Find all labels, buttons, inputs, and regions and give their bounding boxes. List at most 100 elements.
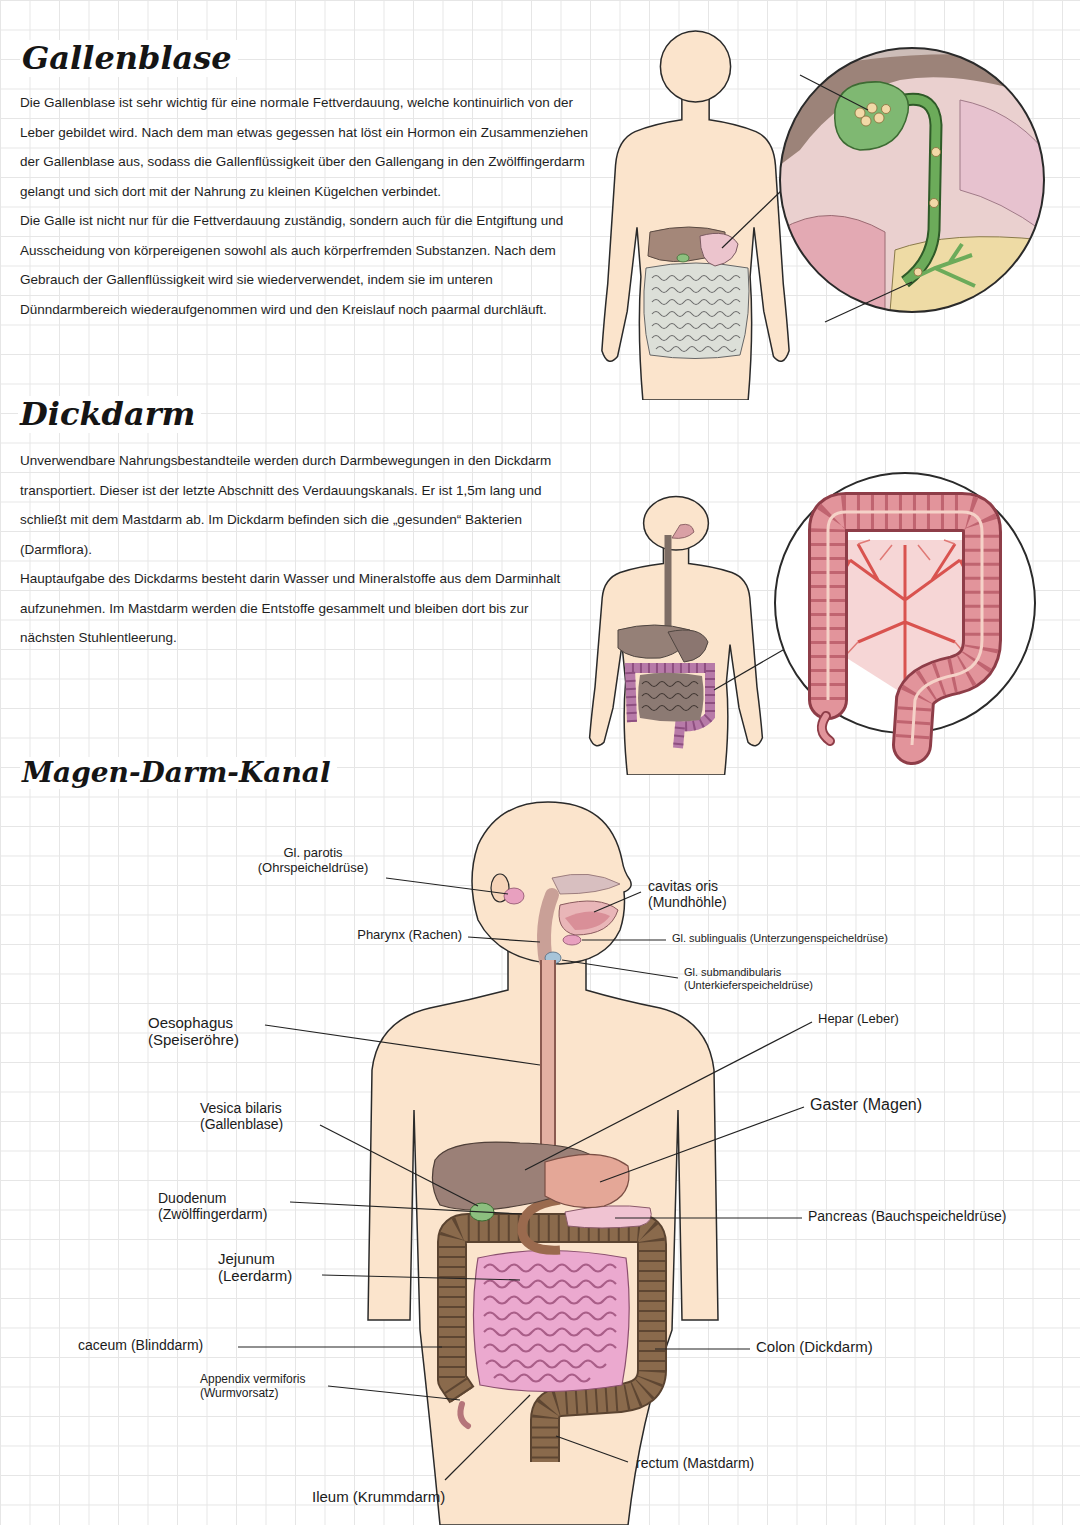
gallstone [914,268,922,276]
tissue [780,48,1044,312]
leader-line [265,1025,540,1065]
paragraph: Die Galle ist nicht nur für die Fettverd… [20,206,590,324]
gallstone [874,113,884,123]
part-label: Gl. sublingualis (Unterzungenspeicheldrü… [672,932,888,945]
leader-line [445,1395,530,1480]
colon-segments [630,668,710,748]
leader-line [328,1386,460,1400]
part-label: Pancreas (Bauchspeicheldrüse) [808,1208,1006,1224]
part-label: Hepar (Leber) [818,1012,899,1027]
leader-line [562,960,678,978]
leader-line [556,1436,628,1462]
part-label: Colon (Dickdarm) [756,1338,873,1355]
part-label: Vesica bilaris (Gallenblase) [200,1100,315,1132]
torso [368,940,718,1525]
leader-line [386,878,508,894]
appendix [460,1404,468,1426]
gallbladder [835,82,909,150]
body-figure [602,31,789,400]
nasal-cavity [552,874,620,894]
heading: Dickdarm [18,396,201,433]
stomach [545,1154,629,1207]
colon-outline [828,512,982,745]
pointer-line [722,190,782,248]
appendix [822,716,830,741]
gallstone [930,199,939,208]
body-figure [590,496,763,775]
sublingual-gland [563,935,581,945]
part-label: caceum (Blinddarm) [78,1337,203,1353]
leader-line [290,1202,522,1214]
tissue-band [780,48,1044,74]
part-label: rectum (Mastdarm) [636,1455,754,1471]
part-label: cavitas oris (Mundhöhle) [648,878,763,910]
leader-line [320,1125,478,1206]
zoom-gallbladder [780,48,1044,312]
mouth-pharynx [672,524,694,538]
parotid-gland [504,888,524,904]
gallstones [855,103,941,276]
duodenum [522,1200,560,1250]
part-label: Gl. parotis (Ohrspeicheldrüse) [248,846,378,876]
colon-inner-band [828,512,982,745]
pointer-line [714,650,783,690]
colon [452,1228,652,1462]
part-label: Appendix vermiforis (Wurmvorsatz) [200,1373,370,1401]
leader-line [238,1346,442,1347]
colon [828,512,982,745]
pancreas [565,1206,651,1228]
part-label: Gaster (Magen) [810,1096,922,1114]
part-label: Gl. submandibularis (Unterkieferspeichel… [684,966,904,991]
gallstone [932,148,941,157]
intestine [644,263,749,359]
part-label: Pharynx (Rachen) [357,928,462,943]
intestine-loops [642,682,698,711]
duct-branches [905,244,975,286]
esophagus [542,960,554,1165]
part-label: Duodenum (Zwölffingerdarm) [158,1190,283,1222]
organ [960,100,1044,232]
paragraph: Unverwendbare Nahrungsbestandteile werde… [20,446,580,564]
gallstone [882,105,891,114]
zoom-circle [780,48,1044,312]
heading: Gallenblase [20,40,238,77]
intestine-loops [652,276,740,352]
esophagus [665,535,672,632]
bile-duct-outline [905,99,936,282]
leader-line [594,892,641,912]
intestine-loops [484,1265,616,1382]
tongue [565,911,610,930]
stomach [668,630,708,662]
bile-duct [905,99,936,282]
leader-line [525,1022,812,1170]
colon-outline [452,1228,652,1462]
duodenum [780,215,885,312]
colon-haustra [452,1228,652,1462]
leader-line [655,1348,750,1349]
leader-line [582,939,666,940]
leader-line [615,1217,802,1218]
paragraph: Die Gallenblase ist sehr wichtig für ein… [20,88,590,206]
gallbladder [677,254,689,262]
leader-line [468,937,540,942]
part-label: Ileum (Krummdarm) [312,1488,445,1505]
paragraph: Hauptaufgabe des Dickdarms besteht darin… [20,564,580,653]
leader-line [322,1275,520,1280]
small-intestine [473,1251,629,1392]
intestine [638,673,704,722]
gallstone [867,103,877,113]
heading: Magen-Darm-Kanal [20,757,337,789]
part-label: Jejunum (Leerdarm) [218,1250,308,1285]
pointer-line [800,75,868,110]
gallstone [861,116,871,126]
appendix [822,716,830,741]
esophagus [540,960,556,1165]
colon-haustra [828,512,982,745]
leader-line [600,1107,804,1182]
colon [630,668,710,748]
part-label: Oesophagus (Speiseröhre) [148,1014,248,1049]
pointer-line [825,282,912,322]
blood-vessels-fine [846,540,966,655]
